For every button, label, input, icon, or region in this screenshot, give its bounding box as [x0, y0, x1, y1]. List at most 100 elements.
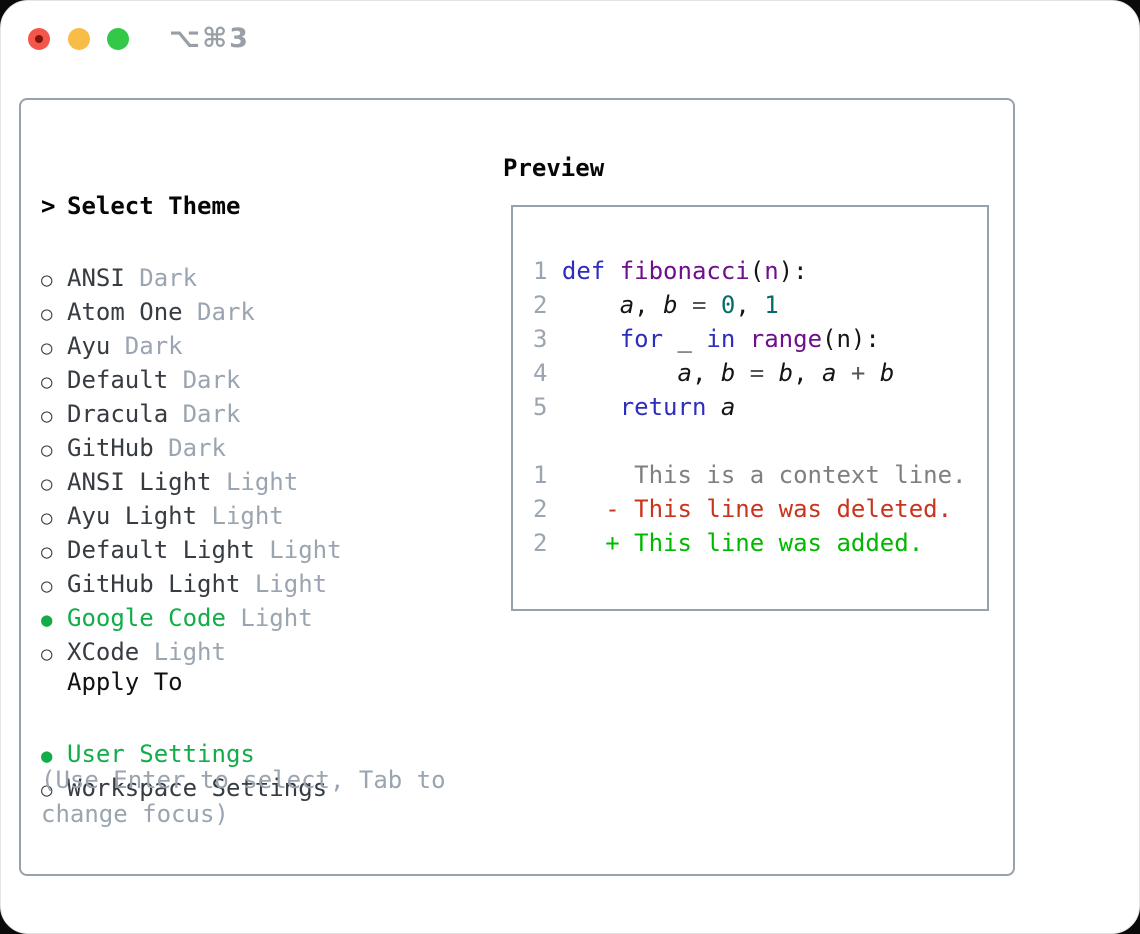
apply-label: User Settings — [67, 740, 255, 768]
token-kw: for — [619, 325, 678, 353]
blank-line — [533, 424, 987, 458]
token-op: = — [677, 291, 721, 319]
titlebar: ⌥⌘3 — [1, 1, 1139, 77]
select-theme-header: > Select Theme — [41, 189, 342, 223]
diff-marker-ctx-icon — [605, 461, 619, 489]
token-pl: _ — [677, 325, 707, 353]
theme-variant-tag: Light — [139, 638, 226, 666]
theme-option-ayu-light[interactable]: ○Ayu Light Light — [41, 499, 342, 533]
token-va: a — [720, 393, 736, 421]
theme-variant-tag: Light — [240, 570, 328, 598]
token-pl: n — [836, 325, 851, 353]
apply-to-section: Apply To ● User Settings ○ Workspace Settin… — [41, 627, 327, 843]
theme-variant-tag: Dark — [153, 434, 226, 462]
theme-variant-tag: Dark — [182, 298, 255, 326]
diff-line-add: 2 + This line was added. — [533, 526, 987, 560]
token-pl: , — [634, 291, 664, 319]
line-number: 5 — [533, 393, 548, 421]
theme-variant-tag: Light — [254, 536, 342, 564]
theme-option-dracula-dark[interactable]: ○Dracula Dark — [41, 397, 342, 431]
diff-line-del: 2 - This line was deleted. — [533, 492, 987, 526]
theme-label: GitHub — [67, 434, 154, 462]
token-pl — [562, 359, 678, 387]
theme-option-ansi-dark[interactable]: ○ ANSI Dark — [41, 261, 342, 295]
code-line-4: 4 a, b = b, a + b — [533, 356, 987, 390]
theme-option-xcode[interactable]: ○XCode Light — [41, 635, 342, 669]
token-va: b — [778, 359, 794, 387]
apply-option-user-settings[interactable]: ● User Settings — [41, 737, 327, 771]
theme-variant-tag: Light — [225, 604, 313, 632]
token-pl: , — [793, 359, 823, 387]
token-va: b — [879, 359, 895, 387]
token-op: = — [735, 359, 779, 387]
theme-selector: >Select Theme ○ANSI Dark○Atom One Dark○A… — [41, 151, 342, 707]
theme-label: Ayu — [67, 332, 111, 360]
apply-to-title: Apply To — [67, 668, 183, 696]
theme-option-atom-one-dark[interactable]: ○Atom One Dark — [41, 295, 342, 329]
code-line-5: 5 return a — [533, 390, 987, 424]
theme-variant-tag: Dark — [110, 332, 183, 360]
token-pl: ): — [850, 325, 880, 353]
radio-icon: ○ — [41, 779, 53, 801]
code-line-3: 3 for _ in range(n): — [533, 322, 987, 356]
token-va: b — [720, 359, 736, 387]
apply-label: Workspace Settings — [67, 774, 328, 802]
token-pl — [562, 325, 620, 353]
theme-label: Ayu Light — [67, 502, 198, 530]
close-dot-icon — [35, 35, 43, 43]
token-kw: def — [561, 257, 620, 285]
radio-icon: ○ — [41, 575, 53, 597]
radio-icon: ○ — [41, 405, 53, 427]
theme-option-github-light[interactable]: ○GitHub Light Light — [41, 567, 342, 601]
theme-list: ○ANSI Dark○Atom One Dark○Ayu Dark○Defaul… — [41, 261, 342, 669]
diff-text: This is a context line. — [619, 461, 967, 489]
apply-option-workspace-settings[interactable]: ○ Workspace Settings — [41, 771, 327, 805]
theme-label: ANSI — [67, 264, 125, 292]
diff-text: This line was added. — [619, 529, 924, 557]
line-number: 2 — [533, 495, 548, 523]
theme-label: Default — [67, 366, 169, 394]
token-fn: fibonacci — [619, 257, 750, 285]
theme-variant-tag: Dark — [168, 366, 241, 394]
line-number: 2 — [533, 529, 548, 557]
token-va: a — [619, 291, 635, 319]
select-theme-title: Select Theme — [67, 192, 241, 220]
token-pl — [562, 393, 620, 421]
theme-option-ayu-dark[interactable]: ○ Ayu Dark — [41, 329, 342, 363]
theme-option-ansi-light[interactable]: ○ANSI Light Light — [41, 465, 342, 499]
zoom-button[interactable] — [107, 28, 129, 50]
token-va: b — [663, 291, 678, 319]
token-pl: , — [735, 291, 765, 319]
radio-icon: ○ — [41, 371, 53, 393]
radio-selected-icon: ● — [41, 745, 53, 767]
radio-icon: ○ — [41, 541, 53, 563]
token-va: a — [822, 359, 837, 387]
code-line-2: 2 a, b = 0, 1 — [533, 288, 987, 322]
main-panel: >Select Theme ○ANSI Dark○Atom One Dark○A… — [19, 98, 1015, 876]
focus-caret-icon: > — [41, 192, 56, 220]
theme-variant-tag: Light — [197, 502, 284, 530]
token-pl — [562, 291, 620, 319]
radio-icon: ○ — [41, 269, 53, 291]
theme-option-default-dark[interactable]: ○ Default Dark — [41, 363, 342, 397]
token-fn: n — [764, 257, 779, 285]
line-number: 4 — [533, 359, 548, 387]
close-button[interactable] — [28, 28, 50, 50]
minimize-button[interactable] — [68, 28, 90, 50]
theme-label: XCode — [67, 638, 140, 666]
diff-marker-del-icon: - — [605, 495, 620, 523]
radio-icon: ○ — [41, 303, 53, 325]
theme-option-default-light[interactable]: ○Default Light Light — [41, 533, 342, 567]
theme-option-github-dark[interactable]: ○GitHub Dark — [41, 431, 342, 465]
token-pl: ( — [749, 257, 765, 285]
line-number: 3 — [533, 325, 548, 353]
token-fn: range — [749, 325, 823, 353]
theme-variant-tag: Dark — [124, 264, 198, 292]
apply-to-header: Apply To — [41, 665, 327, 699]
radio-icon: ○ — [41, 337, 53, 359]
token-pl: ( — [822, 325, 837, 353]
theme-option-google-code[interactable]: ●Google Code Light — [41, 601, 342, 635]
token-op: + — [836, 359, 880, 387]
